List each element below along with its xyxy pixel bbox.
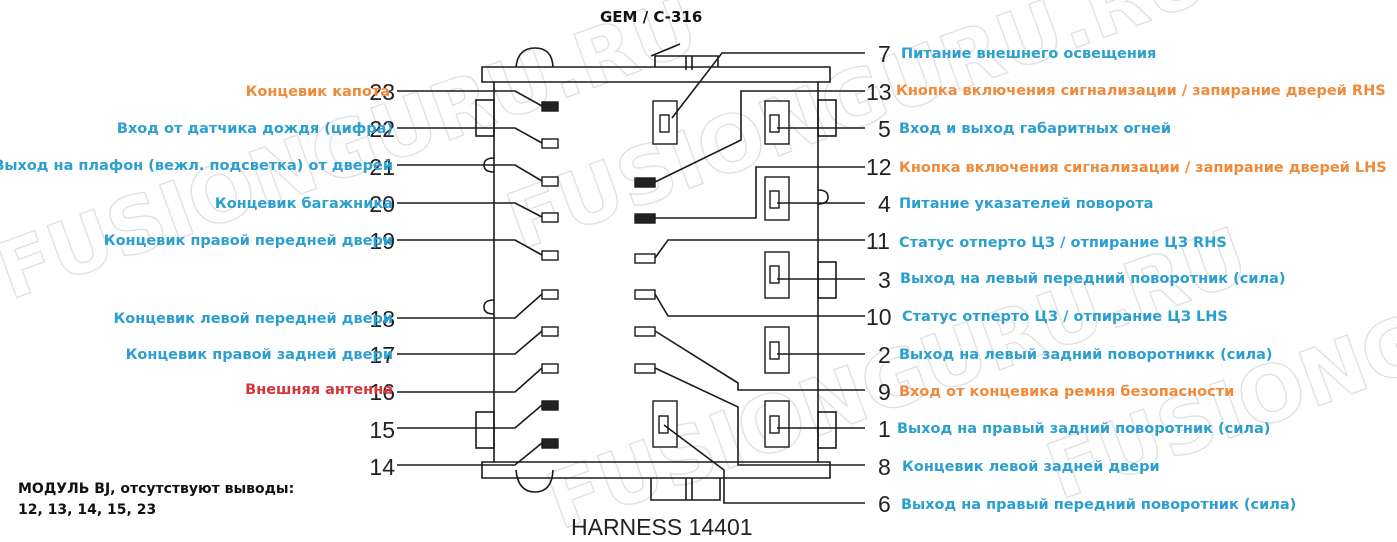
pin-label: Вход и выход габаритных огней xyxy=(899,121,1171,137)
pin-number: 8 xyxy=(878,454,891,480)
pin-label: Вход от концевика ремня безопасности xyxy=(899,384,1235,400)
pin-number: 20 xyxy=(369,191,395,217)
pin-14 xyxy=(541,438,559,449)
pin-number: 17 xyxy=(369,342,395,368)
pin-number: 14 xyxy=(369,454,395,480)
pin-number: 10 xyxy=(866,304,892,330)
pin-15 xyxy=(541,400,559,411)
pin-12 xyxy=(634,177,656,188)
pin-label: Кнопка включения сигнализации / запирани… xyxy=(896,83,1386,99)
pin-number: 2 xyxy=(878,342,891,368)
pin-8 xyxy=(634,363,656,374)
pin-9 xyxy=(634,326,656,337)
pin-22 xyxy=(541,138,559,149)
pin-label: Внешняя антенна xyxy=(245,382,393,398)
bottom-latch xyxy=(650,478,721,501)
pin-11 xyxy=(634,253,656,264)
pin-label: Питание внешнего освещения xyxy=(901,46,1157,62)
pin-number: 1 xyxy=(878,416,891,442)
pin-19 xyxy=(541,250,559,261)
pin-number: 5 xyxy=(878,116,891,142)
connector-body xyxy=(475,43,837,501)
pin-21 xyxy=(541,176,559,187)
pin-number: 12 xyxy=(866,154,892,180)
pin-label: Выход на плафон (вежл. подсветка) от две… xyxy=(0,158,393,174)
pin-23 xyxy=(541,101,559,112)
module-note-line: МОДУЛЬ BJ, отсутствуют выводы: xyxy=(18,481,295,497)
pin-13 xyxy=(634,213,656,224)
outer-housing xyxy=(481,66,831,479)
pin-label: Вход от датчика дождя (цифра) xyxy=(116,121,393,137)
pin-label: Выход на правый передний поворотник (сил… xyxy=(901,497,1297,513)
pin-number: 23 xyxy=(369,79,395,105)
module-note: МОДУЛЬ BJ, отсутствуют выводы: 12, 13, 1… xyxy=(18,479,294,521)
pin-number: 21 xyxy=(369,154,395,180)
pin-label: Питание указателей поворота xyxy=(899,196,1154,212)
harness-label: HARNESS 14401 xyxy=(571,514,753,540)
pin-number: 11 xyxy=(866,228,890,254)
pin-number: 22 xyxy=(369,116,395,142)
top-latch xyxy=(650,43,719,70)
pin-number: 16 xyxy=(369,379,395,405)
top-ear xyxy=(515,47,554,68)
leader-lines xyxy=(397,52,865,504)
pin-number: 6 xyxy=(878,491,891,517)
pin-label: Кнопка включения сигнализации / запирани… xyxy=(899,160,1387,176)
pin-label: Концевик левой задней двери xyxy=(902,459,1160,475)
pin-16 xyxy=(541,363,559,374)
pin-cavities xyxy=(541,100,790,449)
pin-number: 9 xyxy=(878,379,891,405)
pin-label: Концевик правой передней двери xyxy=(103,233,393,249)
pin-label: Статус отперто ЦЗ / отпирание ЦЗ LHS xyxy=(902,309,1228,325)
pin-label: Концевик правой задней двери xyxy=(125,347,393,363)
pin-number: 13 xyxy=(866,79,892,105)
pin-20 xyxy=(541,212,559,223)
pin-number: 15 xyxy=(369,417,395,443)
pin-10 xyxy=(634,289,656,300)
pin-label: Концевик капота xyxy=(245,84,390,100)
pin-label: Концевик багажника xyxy=(214,196,393,212)
pin-label: Статус отперто ЦЗ / отпирание ЦЗ RHS xyxy=(899,235,1227,251)
pin-number: 18 xyxy=(369,306,395,332)
pin-label: Выход на правый задний поворотник (сила) xyxy=(897,421,1271,437)
module-note-line: 12, 13, 14, 15, 23 xyxy=(18,502,157,518)
pin-number: 19 xyxy=(369,228,395,254)
pin-17 xyxy=(541,326,559,337)
pin-18 xyxy=(541,289,559,300)
bottom-ear xyxy=(515,469,554,493)
pin-label: Выход на левый задний поворотникк (сила) xyxy=(899,347,1273,363)
pin-number: 7 xyxy=(878,41,891,67)
pin-number: 4 xyxy=(878,191,891,217)
pin-label: Выход на левый передний поворотник (сила… xyxy=(900,271,1286,287)
pin-number: 3 xyxy=(878,267,891,293)
connector-title: GEM / C-316 xyxy=(600,8,703,26)
pin-label: Концевик левой передней двери xyxy=(113,311,393,327)
